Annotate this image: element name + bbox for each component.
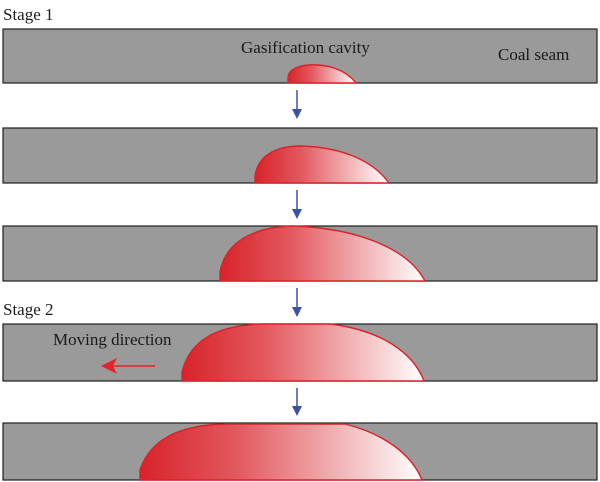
coal-seam-panel-1: Gasification cavity Coal seam — [2, 28, 598, 84]
down-arrow-icon — [292, 388, 302, 416]
coal-seam-panel-5 — [2, 422, 598, 481]
stage-2-label: Stage 2 — [3, 300, 54, 319]
gasification-cavity-label: Gasification cavity — [241, 38, 370, 57]
stage-1-label: Stage 1 — [3, 5, 54, 24]
coal-seam-label: Coal seam — [498, 45, 569, 64]
coal-seam-panel-3 — [2, 225, 598, 282]
gasification-cavity-2 — [254, 145, 391, 184]
gasification-cavity-3 — [219, 225, 427, 282]
gasification-cavity-4 — [181, 323, 426, 382]
gasification-cavity-1 — [287, 64, 358, 84]
gasification-cavity-5 — [139, 423, 424, 481]
left-arrow-icon — [101, 358, 155, 374]
coal-seam-panel-4: Moving direction — [2, 323, 598, 382]
down-arrow-icon — [292, 90, 302, 119]
moving-direction-label: Moving direction — [53, 330, 172, 349]
down-arrow-icon — [292, 190, 302, 219]
coal-seam-panel-2 — [2, 127, 598, 184]
down-arrow-icon — [292, 288, 302, 317]
